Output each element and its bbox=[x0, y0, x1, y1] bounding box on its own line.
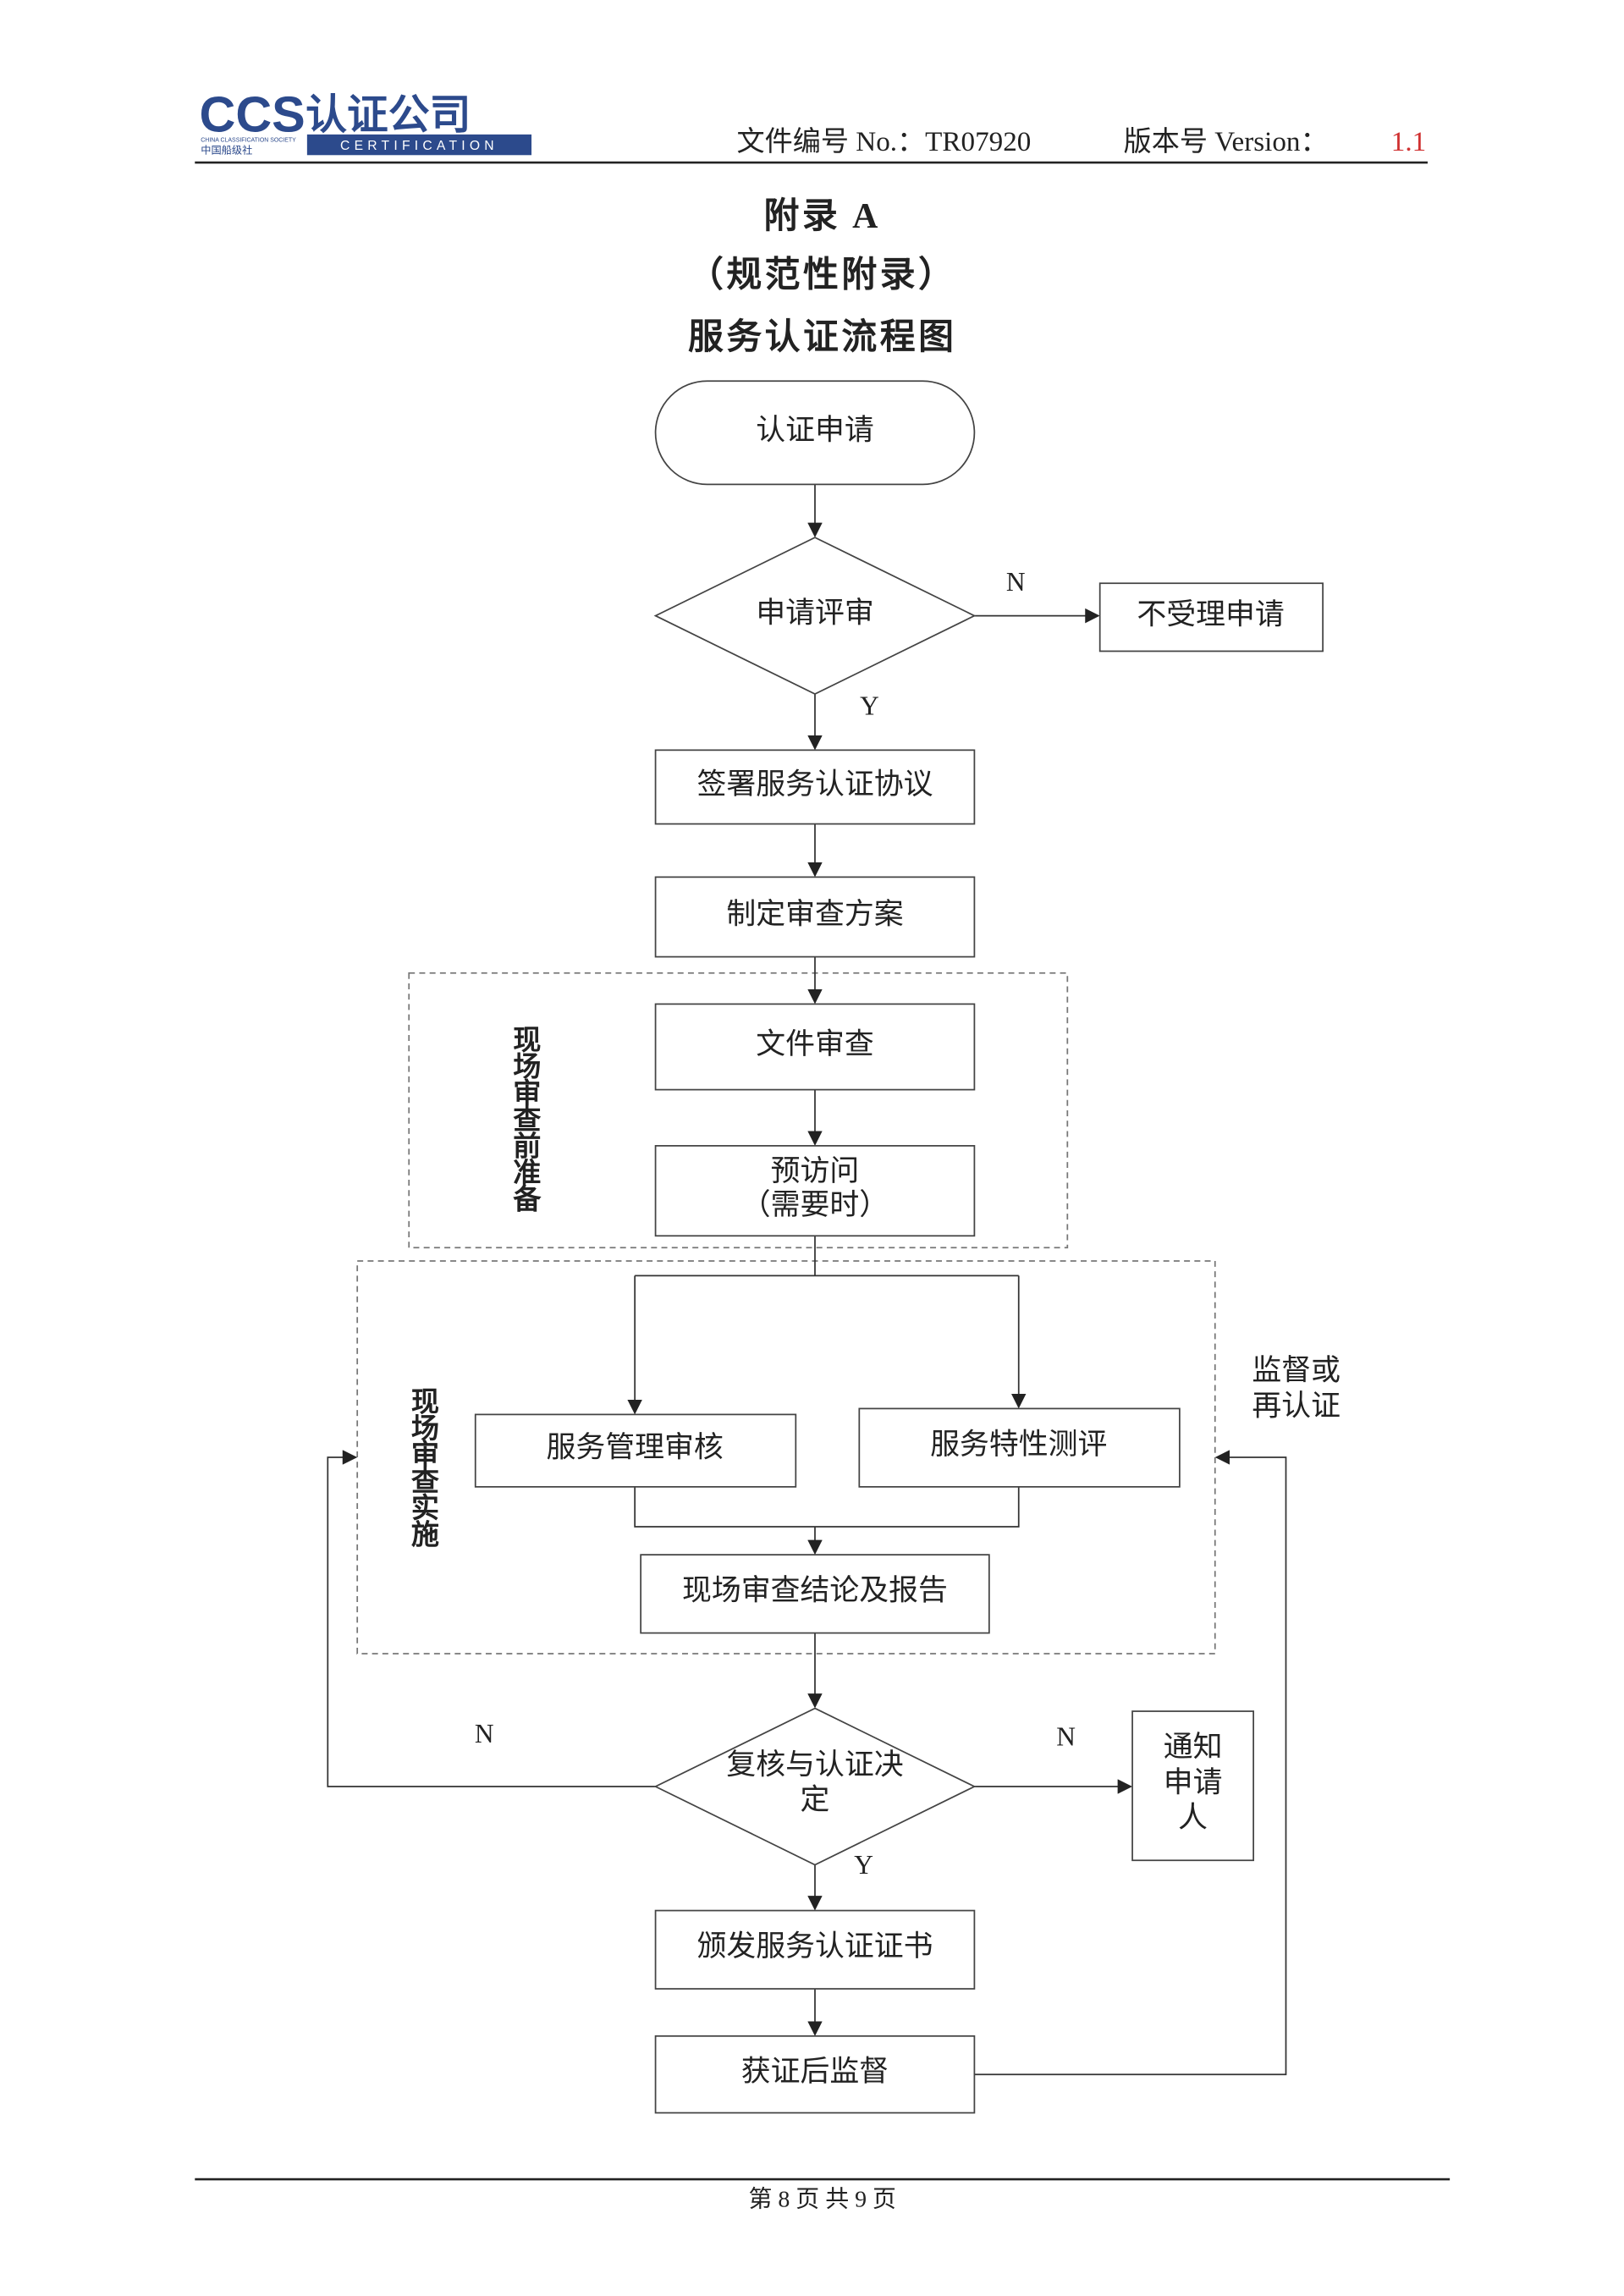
appendix-title: 附录 A bbox=[764, 196, 881, 236]
review-no-label: N bbox=[1006, 567, 1026, 597]
svg-text:服务管理审核: 服务管理审核 bbox=[547, 1430, 724, 1463]
node-document-review: 文件审查 bbox=[654, 1003, 976, 1091]
version-value: 1.1 bbox=[1391, 126, 1426, 157]
decision-yes-label: Y bbox=[854, 1850, 873, 1880]
svg-text:获证后监督: 获证后监督 bbox=[741, 2055, 889, 2088]
svg-text:定: 定 bbox=[801, 1783, 830, 1816]
decision-no-right-label: N bbox=[1056, 1721, 1076, 1751]
node-reject: 不受理申请 bbox=[1098, 582, 1324, 652]
node-issue-certificate: 颁发服务认证证书 bbox=[654, 1909, 976, 1990]
review-yes-label: Y bbox=[860, 691, 879, 721]
node-audit-plan: 制定审查方案 bbox=[654, 876, 976, 958]
connectors bbox=[327, 484, 1287, 2076]
svg-text:认证公司: 认证公司 bbox=[306, 92, 471, 138]
svg-text:中国船级社: 中国船级社 bbox=[201, 144, 252, 157]
svg-text:CERTIFICATION: CERTIFICATION bbox=[340, 139, 498, 153]
svg-text:签署服务认证协议: 签署服务认证协议 bbox=[696, 768, 933, 801]
svg-text:文件审查: 文件审查 bbox=[756, 1027, 873, 1060]
appendix-type: （规范性附录） bbox=[688, 256, 956, 295]
svg-text:申请评审: 申请评审 bbox=[756, 597, 873, 630]
company-logo: CCS 认证公司 CHINA CLASSIFICATION SOCIETY 中国… bbox=[200, 85, 532, 157]
node-audit-conclusion: 现场审查结论及报告 bbox=[640, 1554, 990, 1634]
node-surveillance: 获证后监督 bbox=[654, 2034, 976, 2114]
page-number: 第 8 页 共 9 页 bbox=[749, 2186, 896, 2213]
node-application: 认证申请 bbox=[654, 380, 976, 486]
svg-text:CCS: CCS bbox=[200, 85, 306, 142]
node-notify-applicant: 通知 申请 人 bbox=[1131, 1710, 1254, 1862]
node-management-audit: 服务管理审核 bbox=[474, 1413, 797, 1488]
svg-text:现场审查结论及报告: 现场审查结论及报告 bbox=[682, 1573, 948, 1606]
svg-text:不受理申请: 不受理申请 bbox=[1137, 597, 1284, 630]
svg-text:复核与认证决: 复核与认证决 bbox=[726, 1748, 903, 1781]
prep-group-label: 现场审查前准备 bbox=[509, 1025, 542, 1213]
node-certification-decision: 复核与认证决 定 bbox=[653, 1707, 977, 1866]
version-label: 版本号 Version： bbox=[1124, 126, 1329, 157]
node-application-review: 申请评审 bbox=[653, 537, 977, 696]
node-previsit: 预访问 （需要时） bbox=[654, 1145, 976, 1237]
svg-text:制定审查方案: 制定审查方案 bbox=[726, 897, 903, 930]
svg-text:申请: 申请 bbox=[1164, 1765, 1223, 1798]
node-sign-agreement: 签署服务认证协议 bbox=[654, 749, 976, 825]
svg-text:人: 人 bbox=[1178, 1801, 1208, 1834]
loop-label-line1: 监督或 bbox=[1252, 1354, 1340, 1387]
svg-text:颁发服务认证证书: 颁发服务认证证书 bbox=[696, 1930, 933, 1963]
decision-no-left-label: N bbox=[475, 1719, 494, 1748]
document-number: 文件编号 No.：TR07920 bbox=[737, 126, 1032, 157]
svg-text:CHINA CLASSIFICATION SOCIETY: CHINA CLASSIFICATION SOCIETY bbox=[201, 138, 296, 144]
svg-text:服务特性测评: 服务特性测评 bbox=[930, 1428, 1107, 1461]
flowchart-title: 服务认证流程图 bbox=[688, 317, 956, 357]
loop-label-line2: 再认证 bbox=[1252, 1389, 1340, 1422]
svg-text:（需要时）: （需要时） bbox=[741, 1188, 889, 1221]
svg-text:预访问: 预访问 bbox=[771, 1154, 860, 1187]
node-characteristic-evaluation: 服务特性测评 bbox=[858, 1407, 1181, 1488]
prep-group-frame bbox=[408, 972, 1069, 1249]
svg-text:通知: 通知 bbox=[1164, 1730, 1223, 1763]
impl-group-label: 现场审查实施 bbox=[406, 1386, 439, 1548]
svg-text:认证申请: 认证申请 bbox=[756, 413, 873, 446]
